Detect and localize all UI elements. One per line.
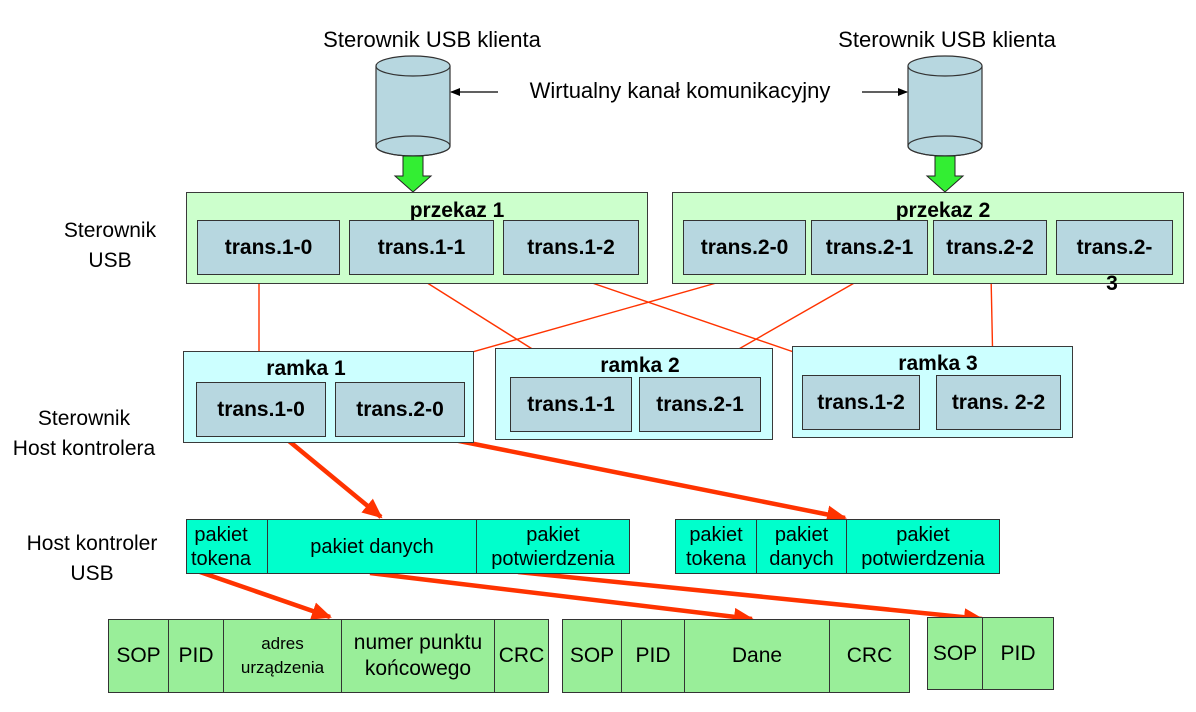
transfer-2-panel: przekaz 2 trans.2-0 trans.2-1 trans.2-2 … bbox=[672, 192, 1184, 284]
field-data-pid: PID bbox=[621, 619, 685, 693]
field-data-crc: CRC bbox=[829, 619, 910, 693]
field-token-endpoint-line2: końcowego bbox=[364, 657, 472, 680]
field-token-sop: SOP bbox=[108, 619, 169, 693]
frame-3-title: ramka 3 bbox=[898, 352, 978, 375]
transfer-1-item-1: trans.1-1 bbox=[349, 220, 494, 275]
right-down-arrow-icon bbox=[925, 155, 965, 193]
side-label-usb-driver-1: Sterownik bbox=[63, 219, 157, 242]
left-database-icon bbox=[375, 55, 451, 157]
transfer-2-title: przekaz 2 bbox=[895, 199, 991, 222]
field-data-sop: SOP bbox=[562, 619, 622, 693]
packet-token-left-line2: tokena bbox=[191, 547, 252, 570]
frame-3-item-0: trans.1-2 bbox=[802, 375, 920, 430]
packet-token-right-line2: tokena bbox=[685, 547, 747, 570]
transfer-1-item-0: trans.1-0 bbox=[197, 220, 340, 275]
transfer-2-item-2: trans.2-2 bbox=[933, 220, 1047, 275]
field-token-endpoint: numer punktu końcowego bbox=[341, 619, 495, 693]
transfer-1-item-2: trans.1-2 bbox=[503, 220, 639, 275]
side-label-host-ctrl-2: USB bbox=[70, 562, 114, 585]
frame-2-title: ramka 2 bbox=[600, 354, 680, 377]
arrow-token-to-fields bbox=[199, 569, 332, 620]
packet-data-right-line2: danych bbox=[769, 547, 834, 570]
packet-token-right-line1: pakiet bbox=[689, 523, 743, 546]
frame-2-item-1: trans.2-1 bbox=[639, 377, 761, 432]
field-token-address: adres urządzenia bbox=[223, 619, 342, 693]
arrow-ack-to-fields bbox=[517, 569, 984, 627]
side-label-host-driver-2: Host kontrolera bbox=[12, 437, 156, 460]
field-ack-pid: PID bbox=[982, 617, 1054, 690]
right-client-title: Sterownik USB klienta bbox=[838, 27, 1056, 52]
field-token-crc: CRC bbox=[494, 619, 549, 693]
field-data-payload: Dane bbox=[684, 619, 830, 693]
packet-ack-left-line2: potwierdzenia bbox=[491, 547, 615, 570]
arrow-data-to-fields bbox=[369, 570, 754, 626]
right-database-icon bbox=[907, 55, 983, 157]
transfer-1-panel: przekaz 1 trans.1-0 trans.1-1 trans.1-2 bbox=[186, 192, 648, 284]
packet-ack-right-line1: pakiet bbox=[896, 523, 950, 546]
transfer-2-item-3-overflow: 3 bbox=[1106, 272, 1118, 295]
transfer-2-item-3: trans.2- bbox=[1056, 220, 1173, 275]
field-ack-sop: SOP bbox=[927, 617, 983, 690]
virtual-channel-label: Wirtualny kanał komunikacyjny bbox=[529, 78, 831, 103]
frame-1-item-0: trans.1-0 bbox=[196, 382, 326, 437]
side-label-usb-driver-2: USB bbox=[88, 249, 132, 272]
field-token-address-line2: urządzenia bbox=[240, 658, 325, 677]
side-label-host-ctrl-1: Host kontroler bbox=[26, 532, 158, 555]
arrow-frame1-t10-to-packets bbox=[276, 430, 383, 519]
transfer-2-item-0: trans.2-0 bbox=[683, 220, 806, 275]
packet-ack-left-line1: pakiet bbox=[526, 523, 580, 546]
field-token-pid: PID bbox=[168, 619, 224, 693]
field-token-endpoint-line1: numer punktu bbox=[353, 631, 483, 654]
arrow-frame1-t20-to-packets bbox=[403, 427, 847, 524]
left-client-title: Sterownik USB klienta bbox=[323, 27, 541, 52]
left-down-arrow-icon bbox=[393, 155, 433, 193]
packet-data-right-line1: pakiet bbox=[774, 523, 829, 546]
side-label-host-driver-1: Sterownik bbox=[37, 407, 131, 430]
frame-2-item-0: trans.1-1 bbox=[510, 377, 632, 432]
transfer-1-title: przekaz 1 bbox=[409, 199, 505, 222]
frame-1-panel: ramka 1 trans.1-0 trans.2-0 bbox=[183, 351, 474, 443]
packet-ack-right-line2: potwierdzenia bbox=[861, 547, 985, 570]
frame-3-item-1: trans. 2-2 bbox=[936, 375, 1061, 430]
frame-1-item-1: trans.2-0 bbox=[335, 382, 465, 437]
packet-data-left: pakiet danych bbox=[267, 519, 477, 574]
frame-2-panel: ramka 2 trans.1-1 trans.2-1 bbox=[495, 348, 773, 440]
frame-3-panel: ramka 3 trans.1-2 trans. 2-2 bbox=[792, 346, 1073, 438]
transfer-2-item-1: trans.2-1 bbox=[811, 220, 928, 275]
field-token-address-line1: adres bbox=[261, 634, 304, 653]
frame-1-title: ramka 1 bbox=[266, 357, 346, 380]
packet-token-left-line1: pakiet bbox=[194, 523, 248, 546]
